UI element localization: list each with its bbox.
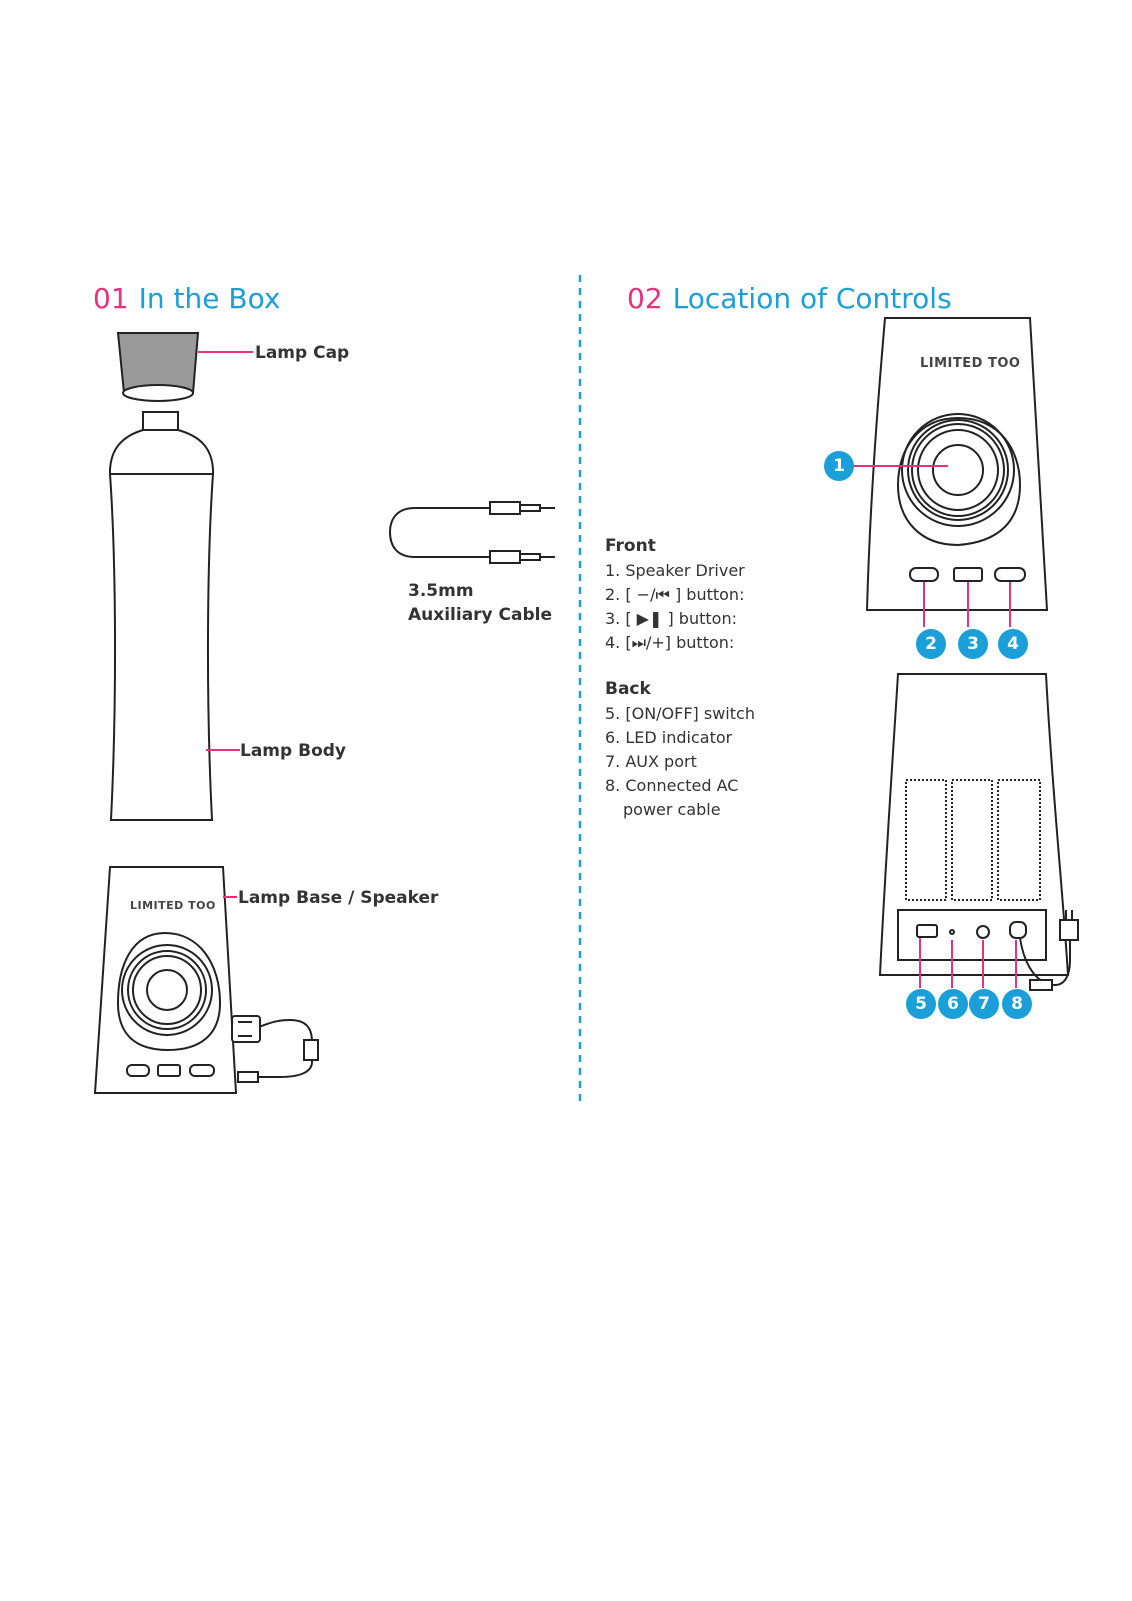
section-2-title: 02 Location of Controls [627,282,952,315]
brand-logo-base: LIMITED TOO [130,899,216,912]
front-view-illustration [852,317,1049,627]
back-item-6: 6. LED indicator [605,728,733,747]
back-item-8: 8. Connected AC [605,776,739,795]
badge-3: 3 [958,629,988,659]
badge-4: 4 [998,629,1028,659]
brand-logo-front: LIMITED TOO [920,356,1021,371]
section-2-number: 02 [627,282,663,315]
badge-5: 5 [906,989,936,1019]
lamp-body-label: Lamp Body [240,741,346,761]
badge-1: 1 [824,451,854,481]
front-item-3: 3. [ ▶❚ ] button: [605,609,737,628]
section-2-heading: Location of Controls [672,282,952,315]
front-item-2: 2. [ −/⏮ ] button: [605,585,745,604]
lamp-cap-label: Lamp Cap [255,343,350,363]
lamp-cap-illustration [116,332,253,402]
section-1-number: 01 [93,282,129,315]
cable-label-line1: 3.5mm [408,581,474,601]
front-item-1: 1. Speaker Driver [605,561,745,580]
section-1-heading: In the Box [138,282,281,315]
back-item-7: 7. AUX port [605,752,697,771]
back-heading: Back [605,679,651,699]
front-heading: Front [605,536,656,556]
back-item-5: 5. [ON/OFF] switch [605,704,755,723]
badge-7: 7 [969,989,999,1019]
badge-6: 6 [938,989,968,1019]
front-item-4: 4. [⏭/+] button: [605,633,735,652]
back-view-illustration [878,673,1079,991]
lamp-base-label: Lamp Base / Speaker [238,888,439,908]
section-1-title: 01 In the Box [93,282,280,315]
lamp-base-illustration [93,866,319,1094]
lamp-body-illustration [109,411,240,821]
badge-8: 8 [1002,989,1032,1019]
badge-2: 2 [916,629,946,659]
aux-cable-illustration [388,501,555,564]
back-item-8-cont: power cable [623,800,721,819]
cable-label-line2: Auxiliary Cable [408,605,553,625]
